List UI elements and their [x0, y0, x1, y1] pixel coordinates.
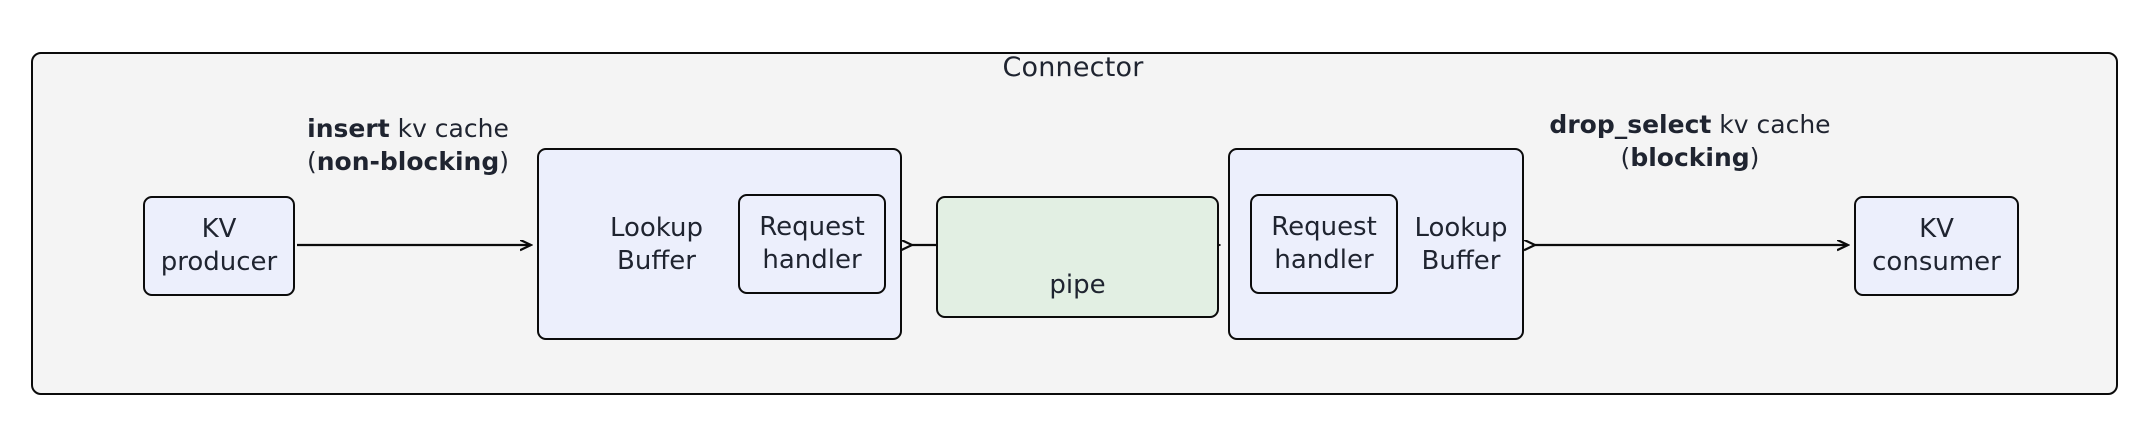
node-pipe[interactable]: pipe	[936, 196, 1219, 318]
edge-label-drop-select-keyword: drop_select	[1549, 110, 1712, 139]
edge-label-insert-line2: (non-blocking)	[277, 145, 539, 178]
edge-label-insert-paren-open: (	[306, 147, 317, 176]
edge-label-drop-select-paren-close: )	[1749, 143, 1760, 172]
edge-label-insert-kv-cache: insert kv cache (non-blocking)	[277, 112, 539, 178]
edge-label-drop-select-mode: blocking	[1630, 143, 1750, 172]
edge-label-drop-select-rest: kv cache	[1711, 110, 1831, 139]
edge-label-insert-line1: insert kv cache	[277, 112, 539, 145]
node-request-handler-right[interactable]: Request handler	[1250, 194, 1398, 294]
node-request-handler-left[interactable]: Request handler	[738, 194, 886, 294]
edge-label-insert-paren-close: )	[499, 147, 510, 176]
edge-label-drop-select-line1: drop_select kv cache	[1525, 108, 1855, 141]
connector-title: Connector	[1002, 52, 1144, 83]
node-lookup-buffer-right-label: Lookup Buffer	[1414, 213, 1508, 277]
edge-label-drop-select-kv-cache: drop_select kv cache (blocking)	[1525, 108, 1855, 174]
node-kv-consumer[interactable]: KV consumer	[1854, 196, 2019, 296]
edge-label-drop-select-paren-open: (	[1620, 143, 1631, 172]
edge-label-insert-mode: non-blocking	[316, 147, 500, 176]
node-lookup-buffer-left-label: Lookup Buffer	[609, 213, 704, 277]
edge-label-drop-select-line2: (blocking)	[1525, 141, 1855, 174]
edge-label-insert-rest: kv cache	[389, 114, 509, 143]
edge-label-insert-keyword: insert	[307, 114, 390, 143]
node-kv-producer[interactable]: KV producer	[143, 196, 295, 296]
